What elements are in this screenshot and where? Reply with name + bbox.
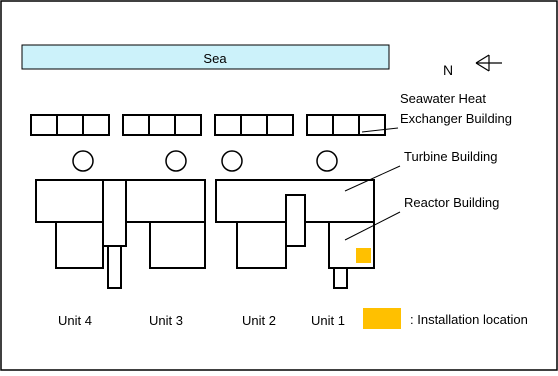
unit-label-3: Unit 3 [149, 313, 183, 328]
seawater-heat-exchanger-unit-2 [214, 114, 294, 136]
tank-circle-unit-3 [165, 150, 187, 172]
sea-band [21, 44, 390, 70]
north-label: N [443, 62, 453, 78]
unit-label-1: Unit 1 [311, 313, 345, 328]
sea-label: Sea [203, 51, 227, 66]
seawater-heat-exchanger-unit-3 [122, 114, 202, 136]
turbine-building-label: Turbine Building [404, 149, 497, 164]
legend-text: : Installation location [410, 312, 528, 327]
seawater-heat-exchanger-unit-1 [306, 114, 386, 136]
tank-circle-unit-2 [221, 150, 243, 172]
reactor-building-unit-4 [55, 221, 104, 269]
reactor-building-label: Reactor Building [404, 195, 499, 210]
seawater-building-label-line-2: Exchanger Building [400, 111, 512, 126]
reactor-building-unit-3 [149, 221, 206, 269]
connector-block-units-4-3 [102, 179, 127, 247]
tank-circle-unit-1 [316, 150, 338, 172]
connector-block-units-2-1 [285, 194, 306, 247]
stack-unit-1 [333, 267, 348, 289]
turbine-leader-line [344, 165, 401, 192]
reactor-leader-line [344, 211, 401, 241]
tank-circle-unit-4 [72, 150, 94, 172]
north-arrow-icon [475, 54, 502, 72]
reactor-building-unit-2 [236, 221, 287, 269]
seawater-heat-exchanger-unit-4 [30, 114, 110, 136]
unit-label-4: Unit 4 [58, 313, 92, 328]
seawater-building-label-line-1: Seawater Heat [400, 91, 486, 106]
stack-units-4-3 [107, 245, 122, 289]
legend-swatch [363, 308, 401, 329]
seawater-leader-line [361, 127, 399, 133]
installation-location-marker [356, 248, 371, 263]
unit-label-2: Unit 2 [242, 313, 276, 328]
